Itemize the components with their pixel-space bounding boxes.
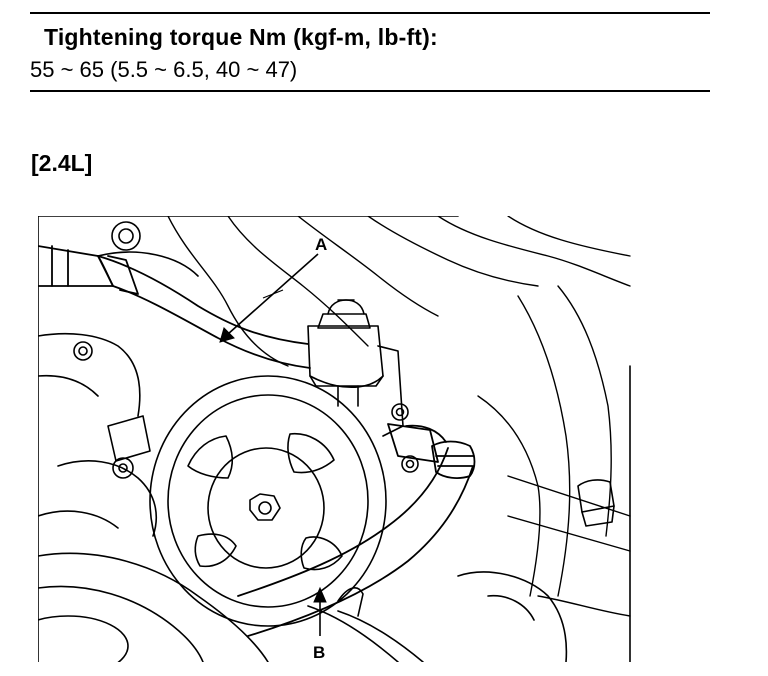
pressure-hose	[38, 245, 311, 369]
return-hose	[237, 423, 476, 637]
callout-b-label: B	[313, 643, 325, 662]
callout-a-label: A	[315, 235, 327, 254]
drive-belt	[38, 552, 424, 662]
pump-reservoir	[307, 299, 404, 437]
top-rule	[30, 12, 710, 14]
illustration-svg: A B	[38, 216, 631, 662]
callout-b: B	[313, 586, 327, 662]
torque-spec-title: Tightening torque Nm (kgf-m, lb-ft):	[44, 24, 438, 50]
pump-pulley	[149, 375, 387, 627]
bottom-rule	[30, 90, 710, 92]
engine-fitting	[457, 479, 615, 662]
torque-spec-value: 55 ~ 65 (5.5 ~ 6.5, 40 ~ 47)	[30, 57, 298, 82]
power-steering-pump-illustration: A B	[38, 216, 632, 662]
mounting-bracket	[38, 221, 199, 537]
engine-block	[167, 216, 631, 617]
callout-a: A	[219, 235, 327, 343]
bracket-bolts	[73, 341, 419, 479]
engine-variant-label: [2.4L]	[31, 150, 93, 176]
